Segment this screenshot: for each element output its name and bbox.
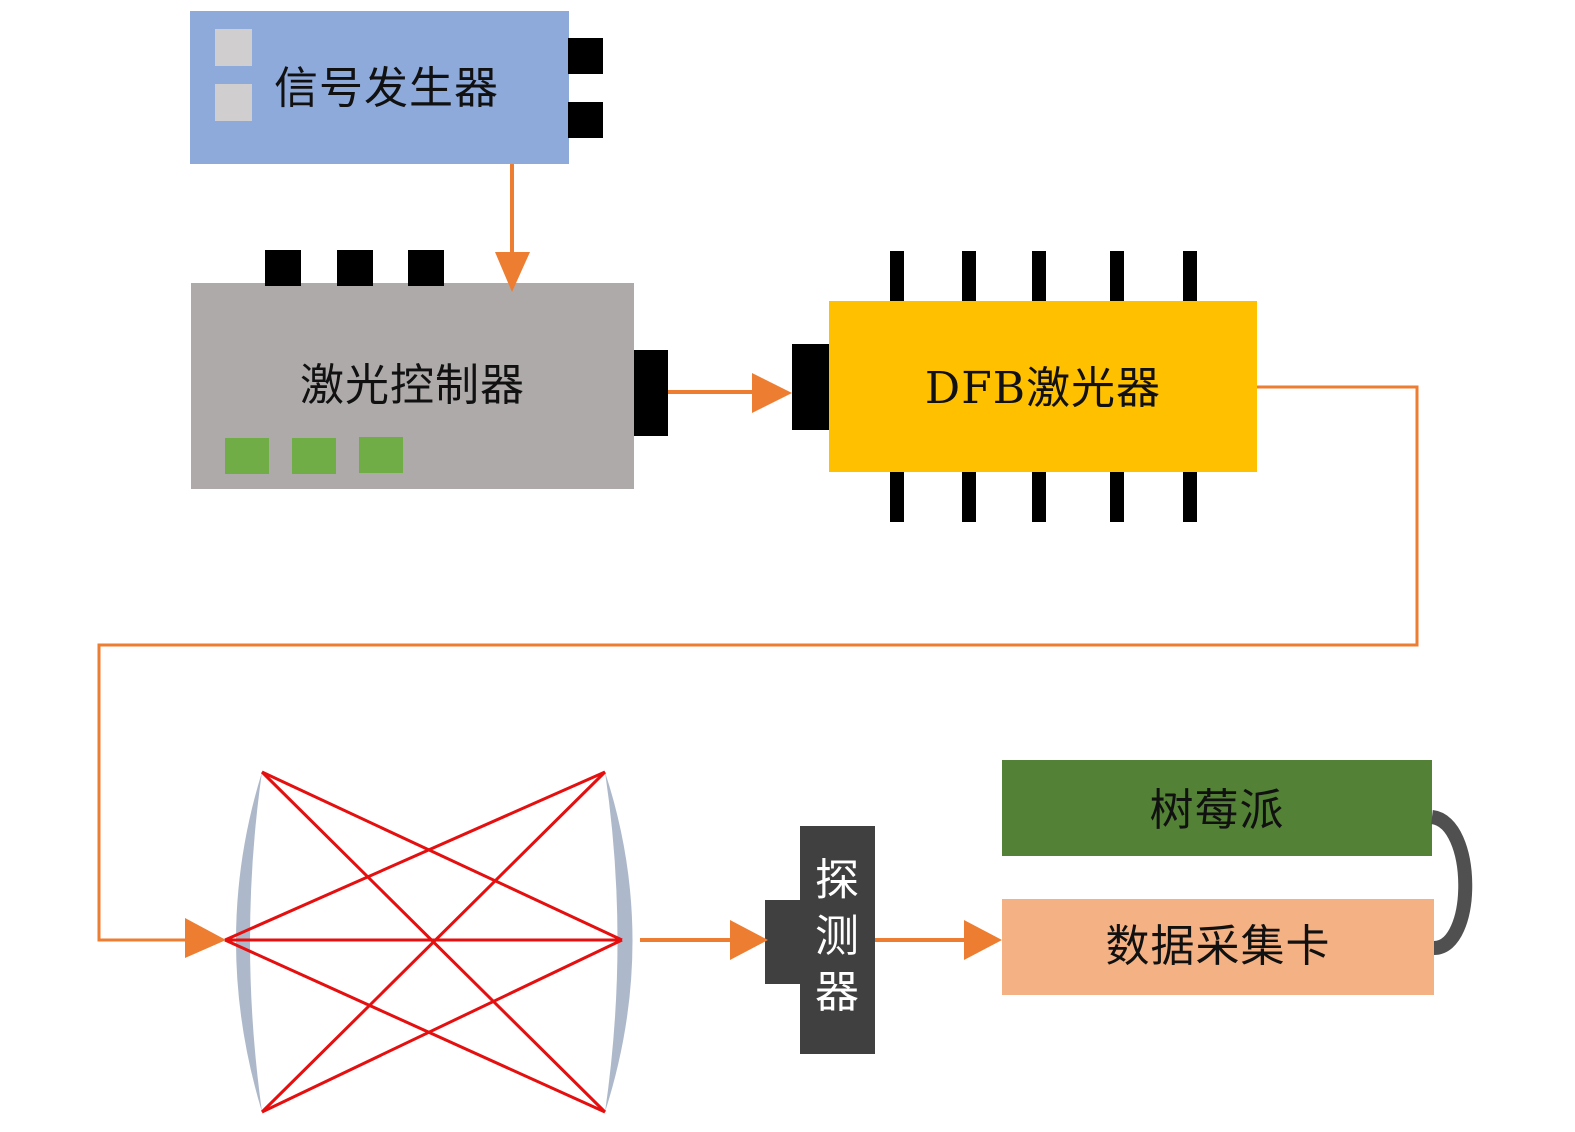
laser-controller-top-port-3: [408, 250, 444, 286]
dfb-laser-pin-top-3: [1032, 251, 1046, 301]
multipass-beams: [224, 770, 623, 1114]
dfb-laser-label: DFB激光器: [924, 362, 1162, 414]
beam-path: [260, 770, 607, 1114]
laser-controller-top-port-1: [265, 250, 301, 286]
dfb-laser-pin-bottom-5: [1183, 472, 1197, 522]
laser-controller-indicator-1: [225, 438, 269, 474]
dfb-laser-pin-bottom-4: [1110, 472, 1124, 522]
laser-controller-top-port-2: [337, 250, 373, 286]
beam-path: [224, 938, 606, 1114]
beam-path: [261, 938, 623, 1114]
signal-generator-button-1: [215, 29, 252, 66]
detector-box: 探 测 器: [800, 826, 875, 1054]
raspberry-pi-box: 树莓派: [1002, 760, 1432, 856]
arrowhead-icon: [752, 373, 792, 413]
dfb-laser-pin-top-4: [1110, 251, 1124, 301]
laser-controller-indicator-2: [292, 438, 336, 474]
arrowhead-icon: [730, 920, 768, 960]
dfb-laser-pin-bottom-3: [1032, 472, 1046, 522]
fiber-dfb-to-cell: [97, 385, 1419, 958]
daq-card-label: 数据采集卡: [1105, 921, 1331, 972]
arrowhead-icon: [964, 920, 1002, 960]
signal-generator-box: 信号发生器: [190, 11, 569, 164]
arrow-signal-to-controller: [495, 164, 530, 292]
left-mirror: [236, 772, 262, 1112]
laser-controller-indicator-3: [359, 437, 403, 473]
beam-path: [261, 770, 623, 942]
beam-path: [224, 770, 606, 942]
dfb-laser-pin-top-5: [1183, 251, 1197, 301]
dfb-laser-box: DFB激光器: [829, 301, 1257, 472]
detector-label-char-3: 器: [815, 967, 860, 1018]
laser-controller-output-port: [634, 350, 668, 436]
signal-generator-label: 信号发生器: [274, 62, 499, 114]
daq-card-box: 数据采集卡: [1002, 899, 1434, 995]
arrowhead-icon: [185, 918, 226, 958]
signal-generator-output-port-1: [568, 38, 603, 74]
signal-generator-button-2: [215, 84, 252, 121]
cable-daq-to-pi: [1430, 810, 1473, 955]
dfb-laser-pin-bottom-2: [962, 472, 976, 522]
dfb-laser-pin-top-2: [962, 251, 976, 301]
raspberry-pi-label: 树莓派: [1149, 785, 1285, 836]
arrowhead-icon: [495, 252, 530, 292]
detector-label-char-2: 测: [815, 911, 860, 962]
arrow-cell-to-detector: [640, 920, 768, 960]
detector-input-window: [765, 900, 801, 984]
laser-controller-label: 激光控制器: [300, 360, 525, 411]
dfb-laser-pin-bottom-1: [890, 472, 904, 522]
detector-label-char-1: 探: [815, 855, 860, 906]
arrow-detector-to-daq: [875, 920, 1002, 960]
signal-generator-output-port-2: [568, 102, 603, 138]
dfb-laser-pin-top-1: [890, 251, 904, 301]
arrow-controller-to-dfb: [668, 373, 792, 413]
dfb-laser-input-port: [792, 344, 829, 430]
